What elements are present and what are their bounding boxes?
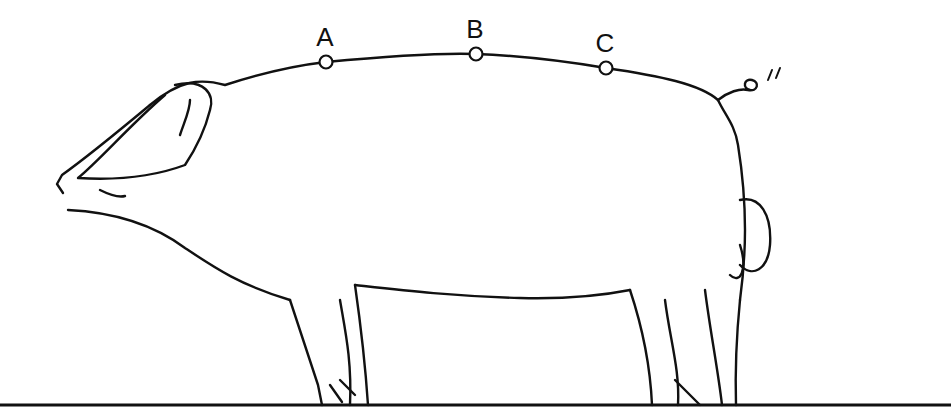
point-marker bbox=[320, 56, 333, 69]
point-label: C bbox=[596, 30, 615, 56]
point-label: B bbox=[466, 16, 483, 42]
point-marker bbox=[600, 62, 613, 75]
point-marker bbox=[470, 48, 483, 61]
point-label: A bbox=[316, 24, 333, 50]
